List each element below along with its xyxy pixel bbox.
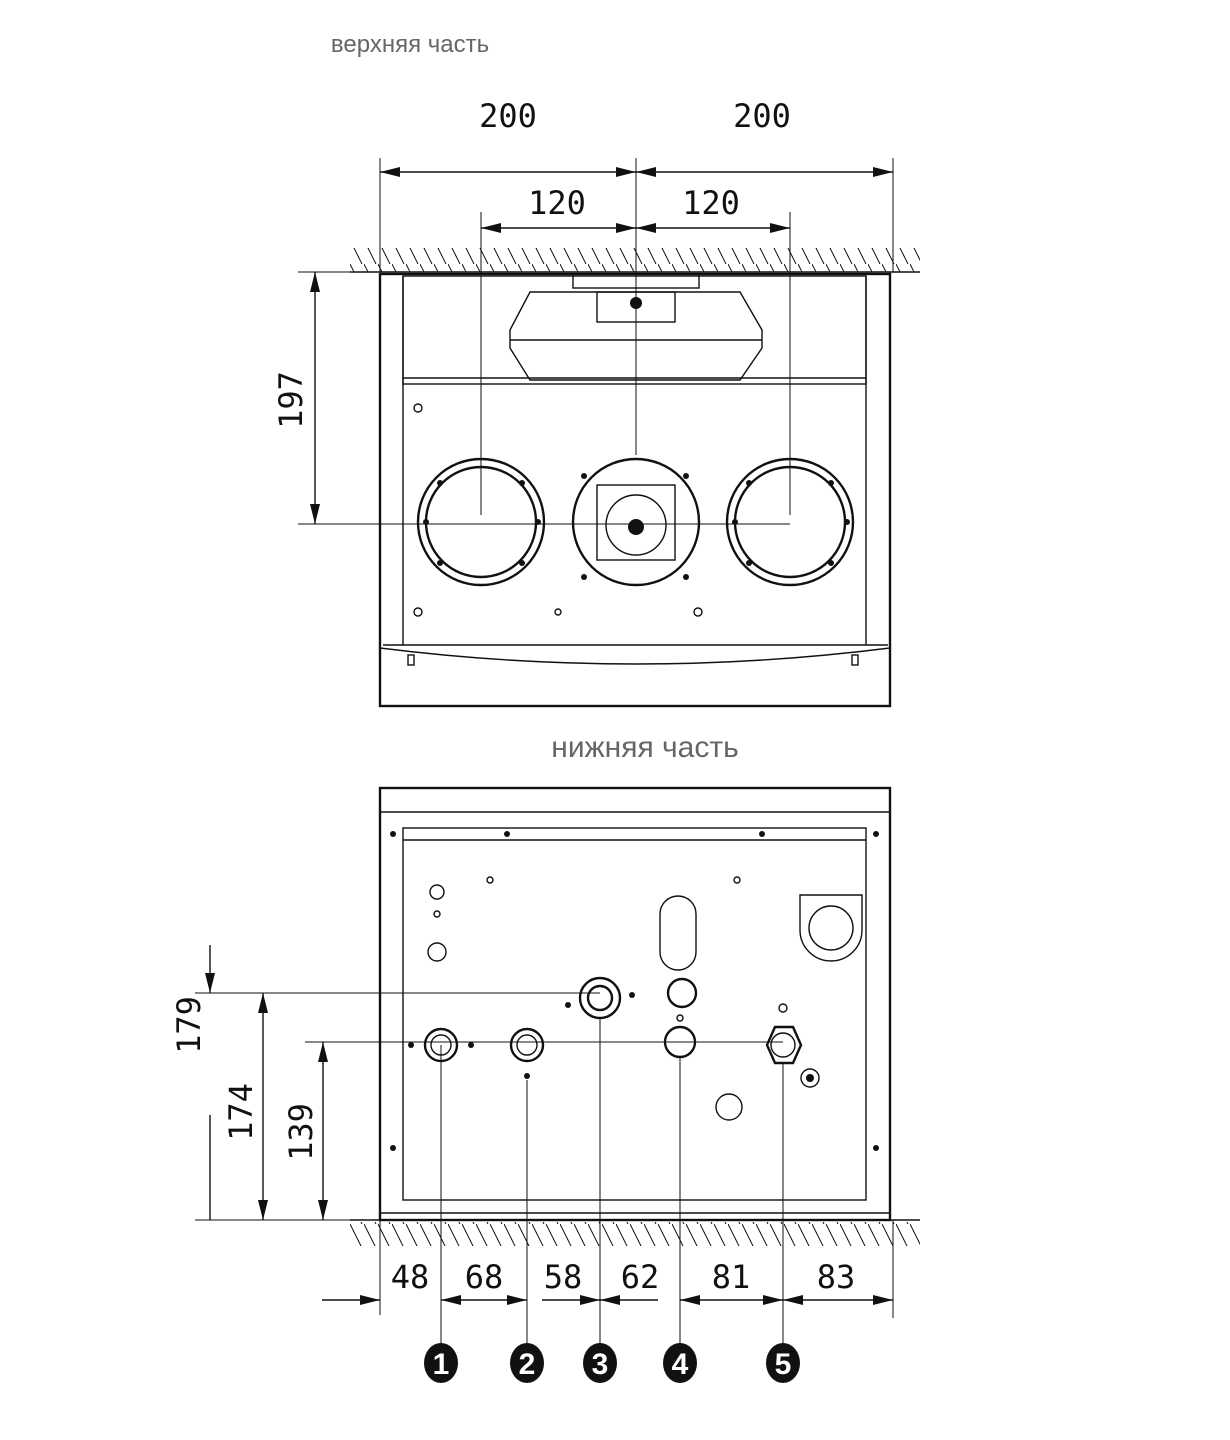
connection-4 [663,977,698,1059]
connection-marker-4: 4 [663,1343,697,1383]
dim-label: 197 [272,371,310,429]
dim-label: 139 [282,1103,320,1161]
dim-label: 179 [170,996,208,1054]
flue-opening-right [725,457,855,587]
dim-label: 81 [712,1258,751,1296]
dim-label: 120 [528,184,586,222]
flue-opening-left [416,457,546,587]
wall-hatch-top [350,248,920,272]
dim-label: 83 [817,1258,856,1296]
top-view-title: верхняя часть [331,31,489,58]
wall-hatch-bottom [350,1222,920,1246]
connection-marker-1: 1 [424,1343,458,1383]
bottom-view-title: нижняя часть [551,731,738,764]
svg-text:4: 4 [672,1348,689,1381]
top-view: 200 200 120 120 197 [272,97,920,708]
svg-text:1: 1 [433,1348,450,1381]
flue-opening-center [571,457,701,587]
dim-label: 48 [391,1258,430,1296]
dim-label: 200 [479,97,537,135]
boiler-bottom-outline [378,786,892,1222]
connection-marker-2: 2 [510,1343,544,1383]
dim-label: 62 [621,1258,660,1296]
connection-marker-3: 3 [583,1343,617,1383]
dim-label: 120 [682,184,740,222]
dim-label: 58 [544,1258,583,1296]
dim-label: 200 [733,97,791,135]
svg-text:2: 2 [519,1348,536,1381]
dim-label: 174 [222,1083,260,1141]
svg-text:3: 3 [592,1348,609,1381]
dim-label: 68 [465,1258,504,1296]
connection-3 [565,976,635,1020]
bottom-view: 179 174 139 48 68 58 62 81 83 1 2 3 4 5 [170,786,920,1383]
connection-5 [765,1025,803,1065]
boiler-top-outline [378,272,892,708]
connection-marker-5: 5 [766,1343,800,1383]
connection-2 [509,1027,545,1079]
svg-text:5: 5 [775,1348,792,1381]
